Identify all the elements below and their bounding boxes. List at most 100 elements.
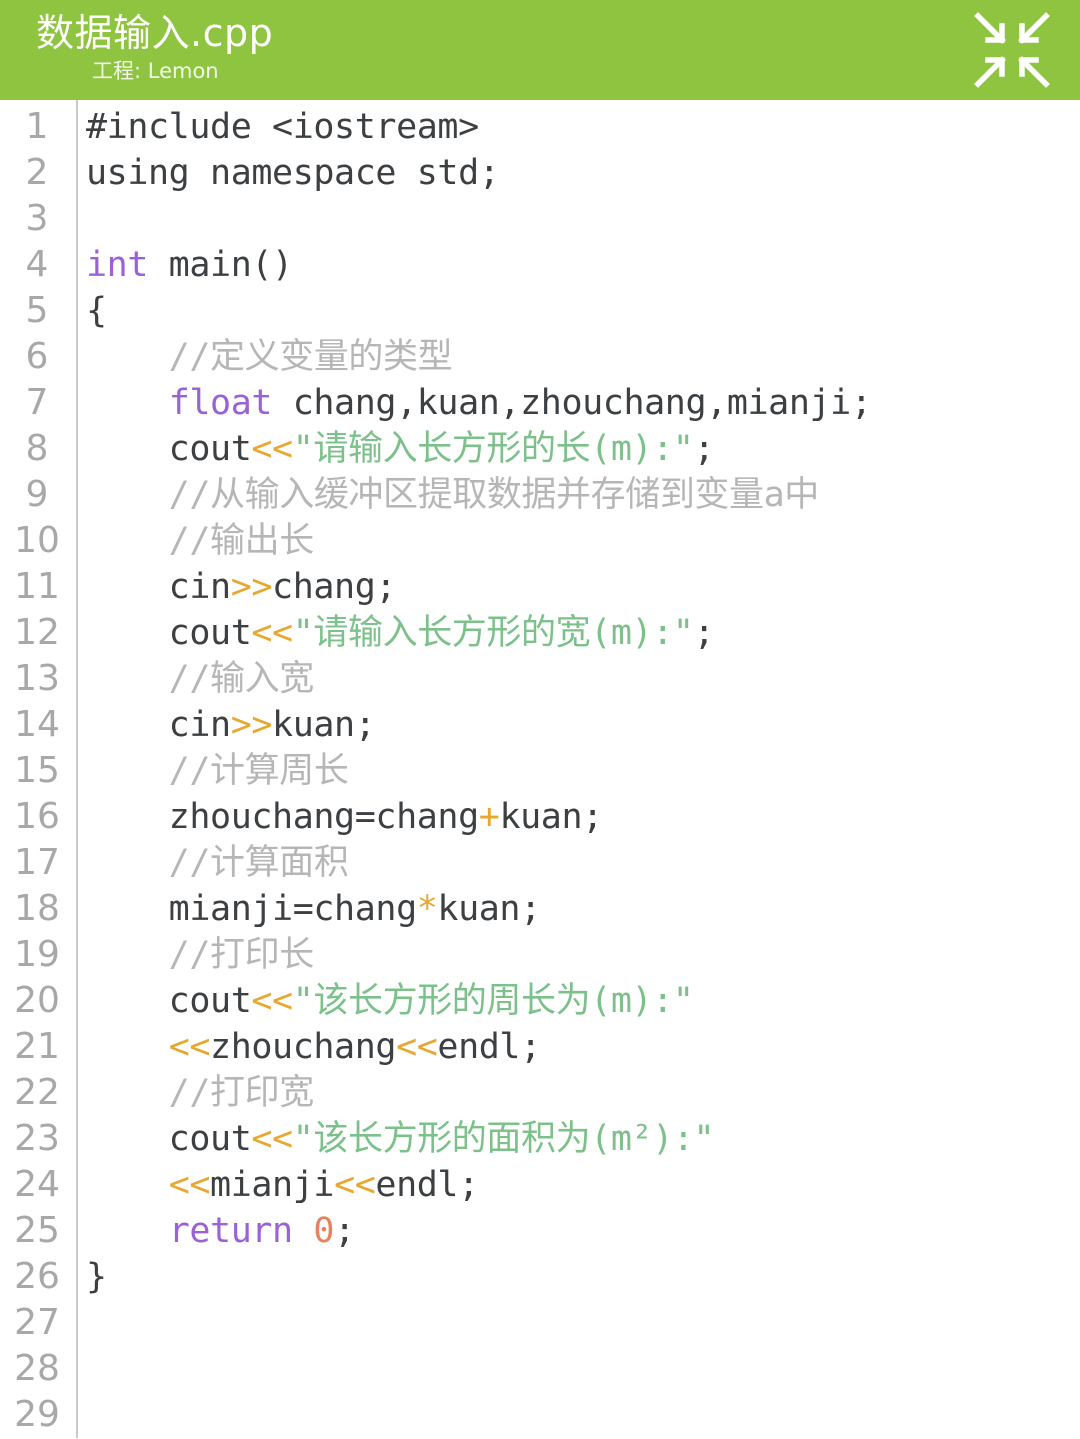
line-number: 28	[14, 1348, 60, 1389]
code-token-op: *	[416, 889, 438, 929]
code-line[interactable]: //打印长	[86, 932, 1080, 978]
line-number: 10	[14, 520, 60, 561]
code-line[interactable]: cout<<"该长方形的面积为(m²):"	[86, 1116, 1080, 1162]
code-token-pln: endl;	[437, 1027, 541, 1067]
code-token-op: <<	[251, 1119, 293, 1159]
line-number: 5	[25, 290, 49, 331]
code-line[interactable]: //计算周长	[86, 748, 1080, 794]
title-bar: 数据输入.cpp 工程: Lemon	[0, 0, 1080, 100]
code-token-pln: zhouchang	[210, 1027, 397, 1067]
code-token-op: <<	[251, 429, 293, 469]
code-token-pln: endl;	[375, 1165, 479, 1205]
code-line[interactable]: cin>>kuan;	[86, 702, 1080, 748]
code-token-pln: cin	[86, 705, 231, 745]
code-token-pln: ;	[693, 429, 715, 469]
code-token-str: "该长方形的面积为(m²):"	[292, 1119, 715, 1159]
code-token-str: "请输入长方形的长(m):"	[292, 429, 694, 469]
line-number: 8	[25, 428, 49, 469]
code-line[interactable]: {	[86, 288, 1080, 334]
file-title: 数据输入.cpp	[36, 11, 274, 55]
code-line[interactable]	[86, 196, 1080, 242]
line-number: 17	[14, 842, 60, 883]
code-line[interactable]: return 0;	[86, 1208, 1080, 1254]
line-number: 19	[14, 934, 60, 975]
line-number: 4	[25, 244, 49, 285]
code-token-pln: kuan;	[272, 705, 376, 745]
code-line[interactable]: mianji=chang*kuan;	[86, 886, 1080, 932]
code-line[interactable]: <<mianji<<endl;	[86, 1162, 1080, 1208]
code-content[interactable]: #include <iostream>using namespace std; …	[78, 100, 1080, 1438]
line-number: 22	[14, 1072, 60, 1113]
line-number: 18	[14, 888, 60, 929]
code-token-pln: #include <iostream>	[86, 107, 479, 147]
line-number: 14	[14, 704, 60, 745]
code-line[interactable]: using namespace std;	[86, 150, 1080, 196]
line-number: 29	[14, 1394, 60, 1435]
line-number: 13	[14, 658, 60, 699]
code-token-cmt: //计算面积	[86, 843, 349, 883]
collapse-icon[interactable]	[970, 8, 1054, 92]
line-number: 16	[14, 796, 60, 837]
code-token-pln: ;	[693, 613, 715, 653]
code-line[interactable]: cout<<"该长方形的周长为(m):"	[86, 978, 1080, 1024]
code-token-cmt: //定义变量的类型	[86, 337, 453, 377]
line-number: 26	[14, 1256, 60, 1297]
code-token-op: <<	[168, 1165, 211, 1205]
code-token-kw: float	[168, 383, 273, 423]
line-number: 27	[14, 1302, 60, 1343]
code-line[interactable]	[86, 1300, 1080, 1346]
code-token-op: <<	[251, 613, 293, 653]
line-number: 6	[25, 336, 49, 377]
code-line[interactable]: cout<<"请输入长方形的宽(m):";	[86, 610, 1080, 656]
code-token-op: +	[478, 797, 500, 837]
code-line[interactable]: //输入宽	[86, 656, 1080, 702]
code-token-op: <<	[251, 981, 293, 1021]
code-token-pln	[86, 383, 169, 423]
code-line[interactable]: //输出长	[86, 518, 1080, 564]
line-number: 20	[14, 980, 60, 1021]
code-token-pln: kuan;	[499, 797, 603, 837]
code-line[interactable]: }	[86, 1254, 1080, 1300]
code-line[interactable]: int main()	[86, 242, 1080, 288]
code-line[interactable]: //打印宽	[86, 1070, 1080, 1116]
code-line[interactable]: cout<<"请输入长方形的长(m):";	[86, 426, 1080, 472]
code-token-pln: cout	[86, 613, 252, 653]
code-token-op: >>	[230, 705, 273, 745]
code-line[interactable]	[86, 1346, 1080, 1392]
code-line[interactable]: //计算面积	[86, 840, 1080, 886]
code-line[interactable]	[86, 1392, 1080, 1438]
code-token-pln: {	[86, 291, 107, 331]
line-number: 21	[14, 1026, 60, 1067]
line-number: 25	[14, 1210, 60, 1251]
code-token-pln: ;	[334, 1211, 355, 1251]
code-token-cmt: //打印长	[86, 935, 315, 975]
line-number: 3	[25, 198, 49, 239]
line-number: 9	[25, 474, 49, 515]
code-token-num: 0	[313, 1211, 335, 1251]
project-label: 工程: Lemon	[92, 59, 219, 83]
code-line[interactable]: #include <iostream>	[86, 104, 1080, 150]
code-token-cmt: //输入宽	[86, 659, 315, 699]
code-line[interactable]: //定义变量的类型	[86, 334, 1080, 380]
line-number: 23	[14, 1118, 60, 1159]
line-number: 11	[14, 566, 60, 607]
code-token-pln: cout	[86, 429, 252, 469]
line-number: 1	[25, 106, 49, 147]
code-line[interactable]: float chang,kuan,zhouchang,mianji;	[86, 380, 1080, 426]
code-token-pln: cout	[86, 981, 252, 1021]
code-token-op: <<	[334, 1165, 376, 1205]
code-token-cmt: //从输入缓冲区提取数据并存储到变量a中	[86, 475, 820, 515]
code-token-pln: mianji	[210, 1165, 335, 1205]
code-token-cmt: //输出长	[86, 521, 315, 561]
code-token-pln: cin	[86, 567, 231, 607]
code-line[interactable]: cin>>chang;	[86, 564, 1080, 610]
title-bar-text-group: 数据输入.cpp 工程: Lemon	[36, 10, 273, 84]
code-line[interactable]: //从输入缓冲区提取数据并存储到变量a中	[86, 472, 1080, 518]
code-token-pln: }	[86, 1257, 107, 1297]
code-token-str: "该长方形的周长为(m):"	[292, 981, 694, 1021]
code-token-pln: mianji=chang	[86, 889, 417, 929]
code-line[interactable]: zhouchang=chang+kuan;	[86, 794, 1080, 840]
code-line[interactable]: <<zhouchang<<endl;	[86, 1024, 1080, 1070]
code-token-op: >>	[230, 567, 273, 607]
